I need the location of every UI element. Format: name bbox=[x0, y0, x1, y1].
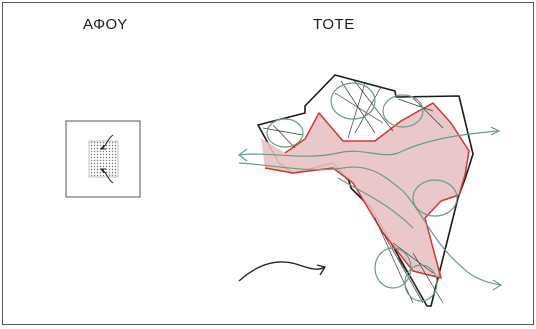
before-diagram bbox=[65, 120, 141, 198]
inward-arrow-bottom bbox=[100, 168, 114, 184]
inward-arrow-bottom-head bbox=[100, 168, 106, 174]
arrow-curve-icon bbox=[238, 261, 326, 282]
label-after: ΤΟΤΕ bbox=[313, 16, 355, 33]
diagram-art bbox=[65, 74, 503, 307]
arrow-curve-head bbox=[316, 264, 327, 276]
inward-arrow-top-head bbox=[100, 144, 106, 150]
red-boundary-top bbox=[284, 102, 470, 196]
after-diagram bbox=[238, 74, 503, 307]
flow-lines bbox=[238, 82, 503, 302]
hatch-lines bbox=[262, 78, 444, 304]
diagram-canvas: ΑΦΟΥ ΤΟΤΕ bbox=[2, 2, 534, 325]
label-before: ΑΦΟΥ bbox=[83, 16, 128, 33]
inward-arrow-top bbox=[100, 134, 114, 150]
shaded-route bbox=[261, 103, 469, 278]
